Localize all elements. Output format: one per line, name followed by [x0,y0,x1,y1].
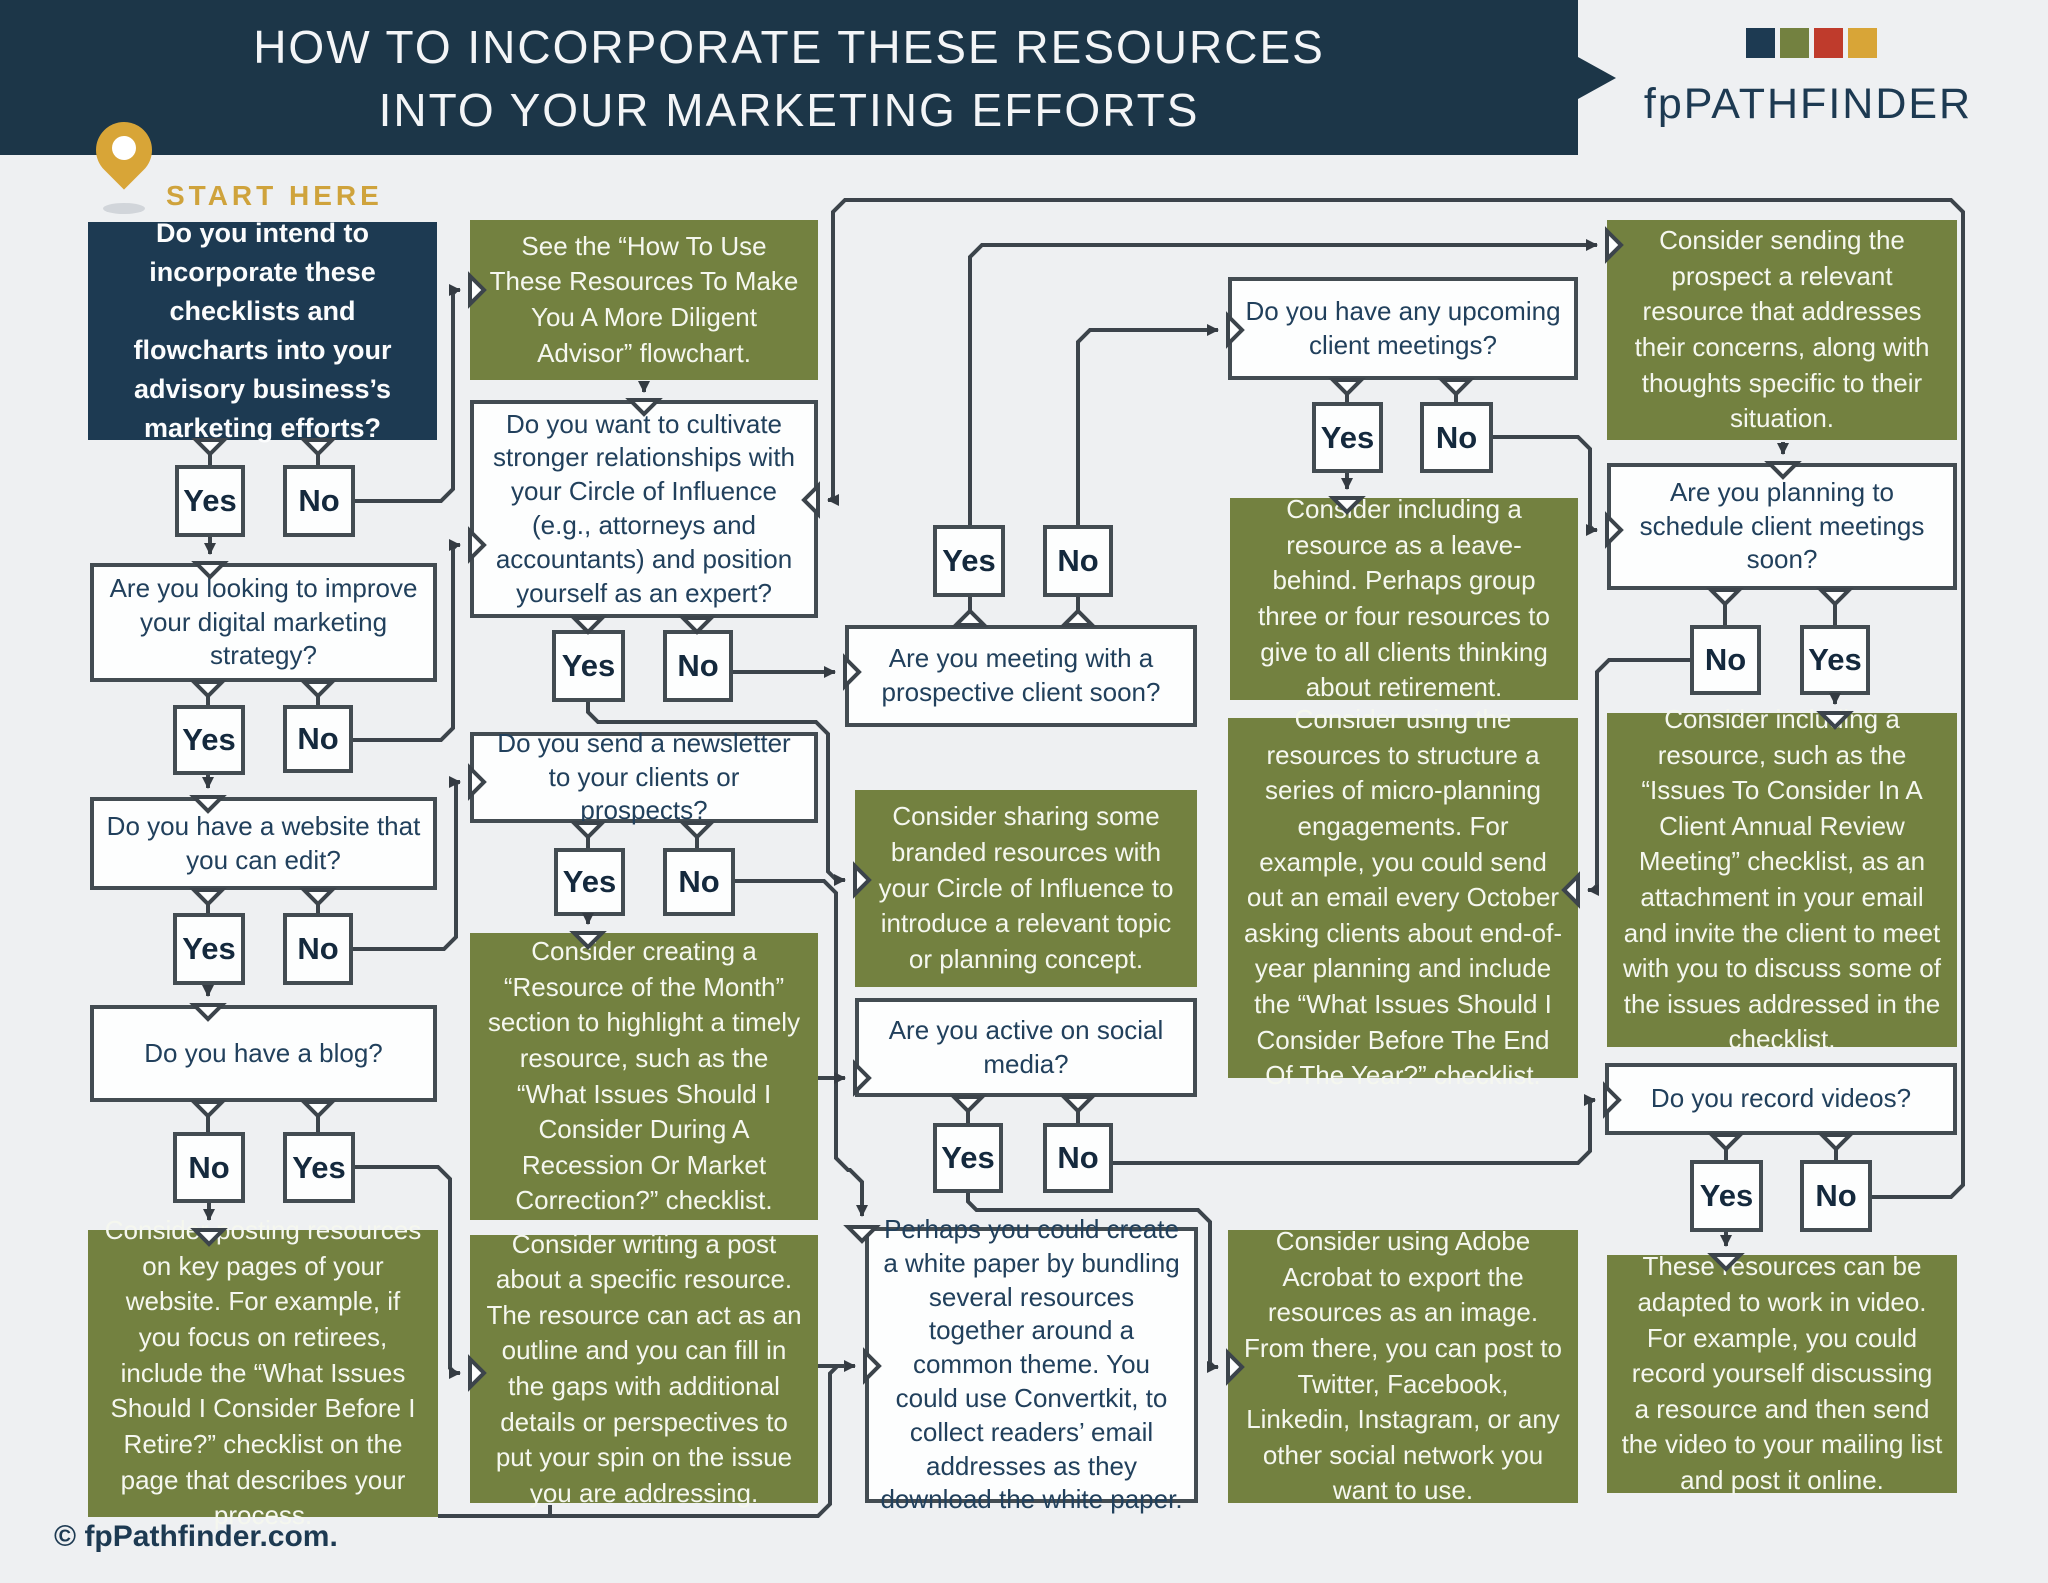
q-planning-yes: Yes [1800,625,1870,695]
q-digital-no: No [283,705,353,773]
copyright-text: © fpPathfinder.com. [54,1520,338,1553]
q-meeting-prospect: Are you meeting with a prospective clien… [845,625,1197,727]
q-intend-no: No [283,465,355,537]
q-social: Are you active on social media? [855,998,1197,1097]
q-upcoming-yes: Yes [1312,402,1383,473]
page-title-line1: HOW TO INCORPORATE THESE RESOURCES [253,21,1325,73]
q-cultivate: Do you want to cultivate stronger relati… [470,400,818,618]
q-videos-yes: Yes [1690,1160,1763,1232]
action-annual-review: Consider including a resource, such as t… [1607,704,1957,1054]
action-see-flowchart: See the “How To Use These Resources To M… [470,220,818,380]
logo-squares [1746,28,1877,58]
action-leave-behind: Consider including a resource as a leave… [1230,494,1578,702]
q-newsletter-no: No [663,848,735,916]
logo-square-gold [1848,28,1877,58]
map-pin-shadow [103,203,145,214]
action-video: These resources can be adapted to work i… [1607,1251,1957,1495]
logo-square-navy [1746,28,1775,58]
map-pin-icon-hole [112,136,136,160]
q-website: Do you have a website that you can edit? [90,797,437,890]
q-blog-no: No [173,1132,245,1203]
q-social-yes: Yes [933,1123,1003,1193]
q-blog-yes: Yes [283,1132,355,1203]
action-posting: Consider posting resources on key pages … [88,1215,438,1530]
action-writing-post: Consider writing a post about a specific… [470,1229,818,1508]
q-digital-yes: Yes [173,705,245,775]
q-blog: Do you have a blog? [90,1005,437,1102]
start-here-label: START HERE [166,180,383,211]
q-cultivate-no: No [663,630,733,702]
q-website-no: No [283,913,353,985]
q-videos-no: No [1800,1160,1872,1232]
action-whitepaper: Perhaps you could create a white paper b… [865,1214,1198,1514]
q-newsletter-yes: Yes [554,848,625,916]
q-upcoming-no: No [1420,402,1493,473]
q-newsletter: Do you send a newsletter to your clients… [470,728,818,825]
q-intend-yes: Yes [175,465,245,537]
q-website-yes: Yes [173,913,245,985]
header-arrow-tip [1578,57,1616,99]
q-intend: Do you intend to incorporate these check… [88,218,437,443]
header-band [0,0,1578,155]
action-resource-month: Consider creating a “Resource of the Mon… [470,933,818,1220]
action-branded: Consider sharing some branded resources … [855,790,1197,987]
q-planning-schedule: Are you planning to schedule client meet… [1607,463,1957,590]
page-title-line2: INTO YOUR MARKETING EFFORTS [378,84,1200,136]
q-meeting-prospect-yes: Yes [933,525,1005,597]
q-meeting-prospect-no: No [1043,525,1113,597]
action-adobe: Consider using Adobe Acrobat to export t… [1228,1226,1578,1505]
action-sending-prospect: Consider sending the prospect a relevant… [1607,220,1957,440]
q-upcoming: Do you have any upcoming client meetings… [1228,277,1578,380]
action-micro-planning: Consider using the resources to structur… [1228,704,1578,1090]
q-social-no: No [1043,1123,1113,1193]
logo-square-red [1814,28,1843,58]
logo-square-green [1780,28,1809,58]
q-planning-no: No [1690,625,1761,695]
q-cultivate-yes: Yes [552,630,625,702]
q-videos: Do you record videos? [1605,1063,1957,1135]
q-digital: Are you looking to improve your digital … [90,563,437,682]
logo-wordmark: fpPATHFINDER [1643,80,1973,128]
